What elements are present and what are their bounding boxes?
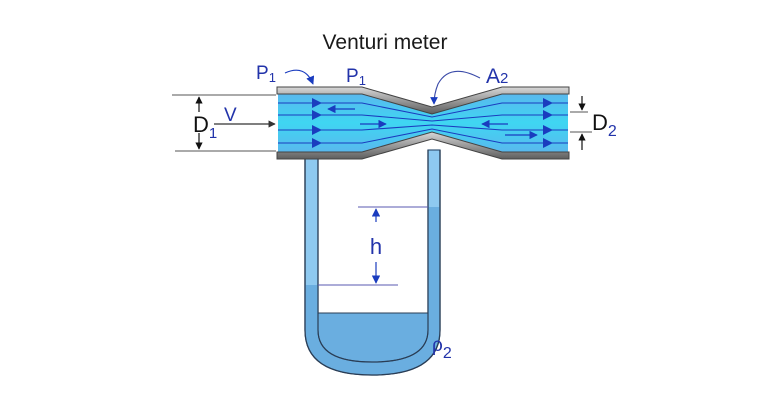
p1-wall-sub: 1 — [359, 73, 366, 88]
flow-arrow — [312, 138, 322, 148]
streamlines — [278, 102, 568, 144]
p1-inlet-main: P — [256, 63, 269, 84]
d1-label: D1 — [193, 112, 217, 142]
d1-label-main: D — [193, 112, 209, 137]
d2-label-main: D — [592, 110, 608, 135]
a2-label-sub: 2 — [500, 70, 508, 87]
rho-main: ρ — [432, 335, 443, 356]
d2-label: D2 — [592, 110, 617, 140]
p1-wall-label: P1 — [346, 66, 366, 88]
velocity-indicator: V — [214, 105, 276, 128]
pipe-wall-top — [276, 86, 570, 115]
flow-arrow — [543, 98, 553, 108]
a2-throat-annotation: A2 — [430, 65, 508, 105]
manometer-fluid-right-column — [305, 207, 440, 375]
diagram-title: Venturi meter — [323, 31, 448, 54]
flow-arrow — [543, 110, 553, 120]
d1-label-sub: 1 — [209, 125, 217, 142]
flow-arrow — [543, 125, 553, 135]
height-dimension: h — [318, 206, 428, 286]
internal-flow-arrows — [327, 104, 538, 140]
manometer-u-tube — [304, 149, 441, 376]
flow-arrow — [312, 110, 322, 120]
d1-dimension: D1 — [172, 94, 276, 152]
flow-arrow — [312, 98, 322, 108]
p1-inlet-sub: 1 — [269, 70, 276, 85]
flow-arrows — [312, 98, 553, 148]
flow-arrow — [312, 125, 322, 135]
a2-label: A2 — [486, 65, 508, 88]
p1-wall-main: P — [346, 66, 359, 87]
height-label: h — [370, 234, 382, 259]
flow-arrow — [543, 138, 553, 148]
p1-inlet-label: P1 — [256, 63, 276, 85]
velocity-label: V — [224, 105, 237, 126]
fluid-density-label: ρ2 — [432, 335, 452, 362]
d2-dimension: D2 — [570, 96, 617, 150]
a2-label-main: A — [486, 65, 500, 88]
pipe-fluid — [278, 93, 568, 153]
d2-label-sub: 2 — [608, 123, 617, 140]
rho-sub: 2 — [443, 345, 452, 362]
p1-inlet-annotation: P1 — [256, 63, 315, 85]
pipe-wall-bottom — [276, 131, 570, 160]
